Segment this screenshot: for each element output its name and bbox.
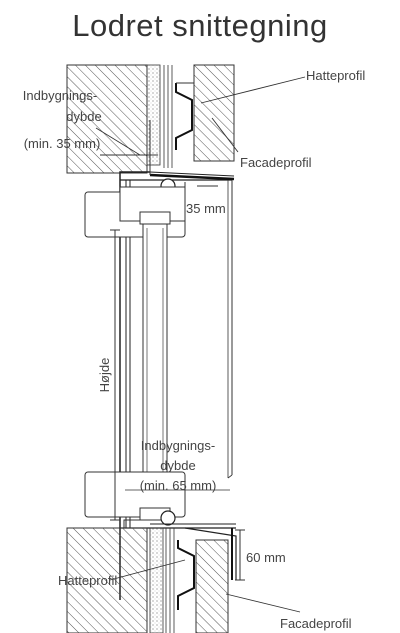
top-hat-profile xyxy=(175,83,193,150)
top-insulation xyxy=(146,64,161,166)
annotations xyxy=(95,76,306,613)
bottom-wall xyxy=(66,527,229,633)
frame-assembly xyxy=(84,171,237,600)
label-hojde: Højde xyxy=(97,358,112,393)
bottom-masonry xyxy=(66,527,148,633)
bottom-facade-profile xyxy=(195,539,229,633)
label-depth-bot-3: (min. 65 mm) xyxy=(140,478,217,493)
label-dim-60: 60 mm xyxy=(246,550,286,565)
top-wall xyxy=(66,64,235,174)
label-hatteprofil-bot: Hatteprofil xyxy=(58,573,117,588)
label-depth-bot-1: Indbygnings- xyxy=(141,438,215,453)
label-depth-bot-2: dybde xyxy=(160,458,195,473)
label-depth-top-1: Indbygnings- xyxy=(23,88,97,103)
label-facadeprofil-bot: Facadeprofil xyxy=(280,616,352,631)
bottom-insulation xyxy=(149,527,164,633)
bottom-hat-profile xyxy=(177,540,195,610)
label-dim-35: 35 mm xyxy=(186,201,226,216)
diagram-title: Lodret snittegning xyxy=(72,8,328,43)
label-depth-top-2: dybde xyxy=(66,109,101,124)
top-facade-profile xyxy=(193,64,235,162)
label-facadeprofil-top: Facadeprofil xyxy=(240,155,312,170)
label-depth-top-3: (min. 35 mm) xyxy=(24,136,101,151)
label-hatteprofil-top: Hatteprofil xyxy=(306,68,365,83)
